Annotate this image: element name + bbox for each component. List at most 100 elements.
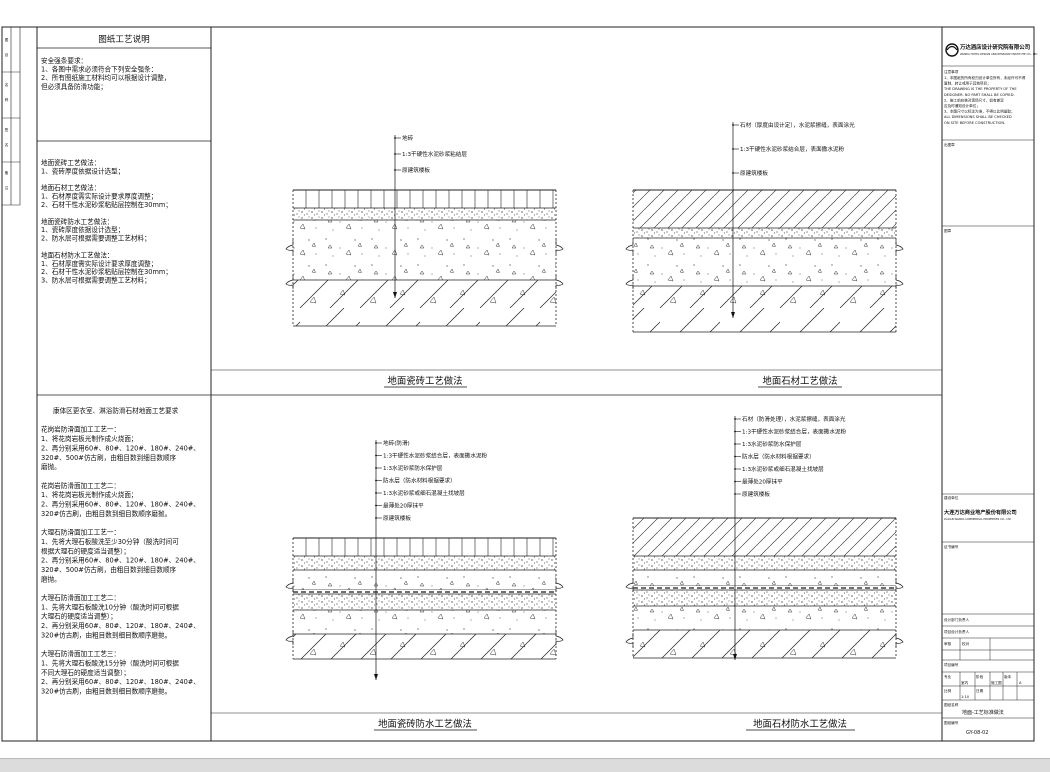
- note-line: 磨抛。: [41, 574, 61, 583]
- tb-role-check: 校对: [962, 641, 970, 646]
- note-line: DESIGNER. NO PART SHALL BE COPIED.: [944, 93, 1015, 97]
- note-line: 1、石材厚度需实际设计要求厚度调整；: [41, 192, 157, 201]
- note-line: 复制、转让或用于其他项目；: [944, 81, 991, 86]
- caption-tile: 地面瓷砖工艺做法: [387, 375, 462, 387]
- callout-label: 1:3干硬性水泥砂浆结合层，表面撒水泥粉: [740, 145, 845, 153]
- callout-label: 原建筑楼板: [402, 166, 430, 174]
- note-line: ON SITE BEFORE CONSTRUCTION.: [944, 121, 1005, 125]
- note-line: 1、将花岗岩板光制作成火烧面；: [41, 490, 138, 499]
- tb-role-project: 项目设计负责人: [944, 629, 970, 634]
- status-bar: [0, 758, 1050, 772]
- callout-label: 地砖: [402, 134, 414, 142]
- note-line: 2、石材干性水泥砂浆粘贴层控制在30mm；: [41, 200, 172, 209]
- callout-label: 原建筑楼板: [740, 169, 768, 177]
- left-strip-char: 备: [5, 170, 9, 175]
- callout-label: 1:3水泥砂浆或细石混凝土找坡层: [742, 465, 824, 473]
- note-line: 320#、500#仿古刷，由粗目数到细目数顺序: [41, 565, 177, 574]
- note-line: 2、石材干性水泥砂浆粘贴层控制在30mm；: [41, 267, 172, 276]
- note-line: 但必须具备防滑功能；: [41, 82, 107, 91]
- notes-safety-block: 安全强条要求：1、各图中需求必须符合下列安全强条：2、所有图纸施工材料均可以根据…: [41, 56, 170, 91]
- tb-drawing-no: GY-08-02: [966, 730, 988, 736]
- tb-role-dept: 设计部门负责人: [944, 617, 970, 622]
- callout-label: 1:3水泥砂浆防水保护层: [742, 440, 802, 448]
- tb-stamp-label: 出图章: [944, 142, 955, 147]
- note-line: 根据大理石的硬度适当调整）；: [41, 546, 130, 555]
- note-line: 1、本图纸的所有权归设计单位所有，未经许可不得: [944, 75, 1026, 80]
- note-line: 3、防水层可根据需要调整工艺材料；: [41, 276, 151, 285]
- callout-label: 地砖(防滑): [383, 439, 410, 447]
- caption-stone-waterproof: 地面石材防水工艺做法: [753, 718, 847, 730]
- tb-version-value: A: [1019, 681, 1022, 685]
- tb-owner: 大连万达商业地产股份有限公司: [944, 508, 1017, 516]
- tb-spec-value: 室内: [961, 680, 969, 685]
- callout-label: 最薄处20厚抹平: [742, 477, 783, 485]
- note-line: 地面石材工艺做法：: [41, 183, 100, 192]
- tb-drawing-name: 地面-工艺标准做法: [962, 709, 1004, 716]
- callout-label: 石材（防滑处理），水泥浆擦缝，表面涂光: [742, 415, 846, 423]
- note-line: 320#仿古刷，由粗目数到细目数顺序磨抛。: [41, 687, 171, 696]
- note-line: 地面瓷砖防水工艺做法：: [41, 217, 114, 226]
- notes-title: 图纸工艺说明: [98, 33, 150, 45]
- left-strip-char: 名: [5, 82, 9, 87]
- note-line: 地面石材防水工艺做法：: [41, 250, 114, 259]
- notes-method-block: 地面瓷砖工艺做法：1、瓷砖厚度依据设计选型；地面石材工艺做法：1、石材厚度需实际…: [41, 158, 172, 285]
- wanda-logo-icon: [945, 43, 959, 57]
- note-line: 康体区更衣室、淋浴防滑石材地面工艺要求: [53, 406, 179, 415]
- note-line: 大理石防滑面加工工艺三：: [41, 649, 120, 658]
- tb-notes-lines: 1、本图纸的所有权归设计单位所有，未经许可不得 复制、转让或用于其他项目； TH…: [943, 75, 1026, 125]
- detail-stone-waterproof: 石材（防滑处理），水泥浆擦缝，表面涂光 1:3干硬性水泥砂浆结合层，表面撒水泥粉 1…: [625, 415, 904, 660]
- tb-seal-label: 图章: [944, 228, 952, 233]
- note-line: 320#仿古刷，由粗目数到细目数顺序磨抛。: [41, 509, 171, 518]
- note-line: 2、所有图纸施工材料均可以根据设计调整，: [41, 73, 170, 82]
- note-line: 安全强条要求：: [41, 56, 87, 65]
- note-line: 3、本图尺寸以标注为准，不得以比例量取；: [944, 109, 1015, 114]
- detail-tile-waterproof: 地砖(防滑)1:3干硬性水泥砂浆结合层，表面撒水泥粉1:3水泥砂浆防水保护层防水…: [285, 439, 564, 680]
- note-line: 1、先将大理石板酸洗至少30分钟（酸洗时间可: [41, 537, 179, 546]
- title-block: 万达酒店设计研究院有限公司 WANDA HOTEL DESIGN AND RES…: [941, 26, 1037, 742]
- note-line: 1、瓷砖厚度依据设计选型；: [41, 225, 124, 234]
- callout-label: 原建筑楼板: [742, 490, 770, 498]
- tb-scale-value: 1:10: [961, 695, 970, 699]
- callout-label: 原建筑楼板: [383, 514, 411, 522]
- left-strip-char: 称: [5, 97, 9, 102]
- note-line: 2、再分别采用60#、80#、120#、180#、240#、: [41, 443, 200, 452]
- tb-owner-en: DALIAN WANDA COMMERCIAL PROPERTIES CO., …: [944, 517, 1011, 521]
- detail-stone: 石材（厚度由设计定），水泥浆擦缝，表面涂光 1:3干硬性水泥砂浆结合层，表面撒水泥…: [625, 121, 904, 333]
- note-line: 大理石防滑面加工工艺二：: [41, 593, 120, 602]
- callout-label: 1:3水泥砂浆或细石混凝土找坡层: [383, 489, 465, 497]
- callout-label: 1:3干硬性水泥砂浆结合层，表面撒水泥粉: [742, 427, 847, 435]
- callout-label: 最薄处20厚抹平: [383, 501, 424, 509]
- note-line: 1、先将大理石板酸洗15分钟（酸洗时间可根据: [41, 658, 179, 667]
- caption-stone: 地面石材工艺做法: [762, 375, 837, 387]
- note-line: 大理石的硬度适当调整）；: [41, 612, 117, 621]
- note-line: 1、石材厚度需实际设计要求厚度调整；: [41, 259, 157, 268]
- callout-label: 1:3干硬性水泥砂浆结合层，表面撒水泥粉: [383, 451, 488, 459]
- tb-project-no-label: 项目编号: [944, 662, 959, 667]
- note-line: 花岗岩防滑面加工工艺二：: [41, 481, 120, 490]
- note-line: 2、再分别采用60#、80#、120#、180#、240#、: [41, 621, 200, 630]
- note-line: 大理石防滑面加工工艺一：: [41, 528, 120, 537]
- caption-tile-waterproof: 地面瓷砖防水工艺做法: [378, 718, 472, 730]
- note-line: 2、防水层可根据需要调整工艺材料；: [41, 234, 151, 243]
- left-strip-char: 目: [5, 52, 9, 57]
- notes-antislip-block: 康体区更衣室、淋浴防滑石材地面工艺要求花岗岩防滑面加工工艺一：1、将花岗岩板光制…: [41, 406, 200, 696]
- callout-label: 1:3干硬性水泥砂浆粘结层: [402, 150, 467, 158]
- note-line: 1、瓷砖厚度依据设计选型；: [41, 166, 124, 175]
- note-line: 2、再分别采用60#、80#、120#、180#、240#、: [41, 556, 200, 565]
- tb-role-review: 审核: [944, 641, 952, 646]
- note-line: 2、再分别采用60#、80#、120#、180#、240#、: [41, 500, 200, 509]
- tb-phase-value: 施工图: [991, 680, 1002, 685]
- callout-label: 石材（厚度由设计定），水泥浆擦缝，表面涂光: [740, 121, 855, 129]
- left-strip-char: 注: [5, 185, 9, 190]
- note-line: 地面瓷砖工艺做法：: [41, 158, 100, 167]
- note-line: 2、施工前应核对现场尺寸，如有差异: [944, 97, 1004, 102]
- tb-cert-label: 证书编号: [944, 544, 959, 549]
- design-company-en: WANDA HOTEL DESIGN AND RESEARCH INSTITUT…: [960, 52, 1037, 56]
- tb-date-label: 日期: [976, 688, 984, 693]
- left-strip-char: 图: [5, 38, 9, 42]
- note-line: 320#仿古刷，由粗目数到细目数顺序磨抛。: [41, 630, 171, 639]
